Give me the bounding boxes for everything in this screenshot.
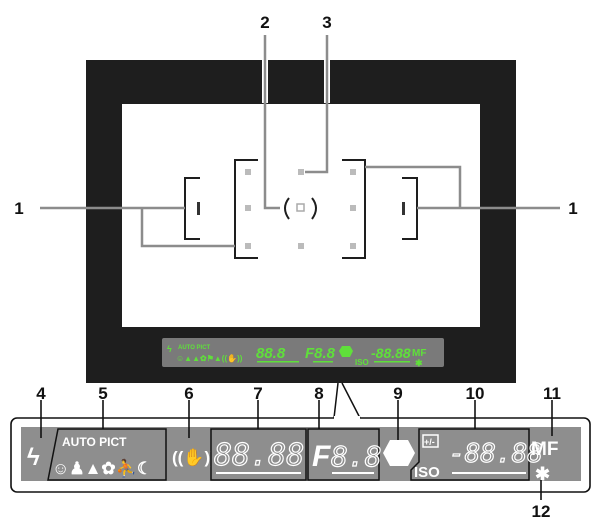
af-area-bracket-left <box>234 159 258 259</box>
ev-display: -88.88 <box>449 439 543 469</box>
vf-aperture: F8.8 <box>305 345 336 362</box>
af-points <box>245 169 356 249</box>
viewfinder-lcd: ϟ AUTO PICT ☺▲▲✿⚑▲((✋)) 88.8 F8.8 ISO -8… <box>162 338 444 368</box>
display-panel: ϟ AUTO PICT ☺♟▲✿⛹☾ ((✋)) 88.88 F 8.8 +/-… <box>10 416 591 493</box>
callout-12: 12 <box>532 502 551 521</box>
af-point <box>245 169 251 175</box>
picture-mode-icons: ☺♟▲✿⛹☾ <box>52 458 152 478</box>
callout-1-left: 1 <box>14 199 23 218</box>
callout-9: 9 <box>393 384 402 403</box>
af-point <box>298 169 304 175</box>
shutter-speed-display: 88.88 <box>214 438 304 473</box>
vf-iso: ISO <box>355 358 369 367</box>
callout-4: 4 <box>36 384 46 403</box>
spot-circle-left <box>284 197 290 220</box>
svg-text:ϟ: ϟ <box>167 344 172 354</box>
viewfinder-frame <box>86 60 516 383</box>
callout-10: 10 <box>466 384 485 403</box>
callout-11: 11 <box>543 384 561 403</box>
aperture-display: 8.8 <box>331 440 382 473</box>
af-area-bracket-right <box>342 159 366 259</box>
spot-circle-right <box>311 197 317 220</box>
manual-focus-label: MF <box>531 439 558 460</box>
callout-6: 6 <box>184 384 193 403</box>
af-point <box>350 243 356 249</box>
ev-sign: +/- <box>424 437 435 447</box>
focus-indicator-icon <box>383 440 415 466</box>
auto-pict-label: AUTO PICT <box>62 435 127 449</box>
ae-lock-icon: ✱ <box>535 464 550 484</box>
callout-1-right: 1 <box>568 199 577 218</box>
callout-2: 2 <box>260 13 269 32</box>
vf-focus-indicator <box>339 346 353 357</box>
vf-auto-pict: AUTO PICT <box>178 345 211 351</box>
shake-reduction-icon: ((✋)) <box>172 447 216 467</box>
af-point <box>350 169 356 175</box>
af-point <box>245 205 251 211</box>
ev-compensation-icon <box>422 434 439 448</box>
aperture-prefix: F <box>312 440 331 473</box>
callout-5: 5 <box>98 384 107 403</box>
af-frame <box>184 159 418 259</box>
af-point <box>298 243 304 249</box>
callout-7: 7 <box>253 384 262 403</box>
af-point <box>245 243 251 249</box>
callout-8: 8 <box>314 384 323 403</box>
iso-label: ISO <box>414 464 440 481</box>
af-point <box>350 205 356 211</box>
vf-ev: -88.88 <box>371 345 411 361</box>
af-point-center <box>296 203 305 212</box>
vf-shutter: 88.8 <box>256 345 286 362</box>
svg-text:☺▲▲✿⚑▲((✋)): ☺▲▲✿⚑▲((✋)) <box>176 353 243 363</box>
callout-3: 3 <box>322 13 331 32</box>
vf-mf: MF <box>412 348 426 359</box>
af-bar-right <box>402 202 405 215</box>
af-bar-left <box>197 202 200 215</box>
flash-icon: ϟ <box>27 444 40 471</box>
svg-text:✱: ✱ <box>415 358 423 368</box>
